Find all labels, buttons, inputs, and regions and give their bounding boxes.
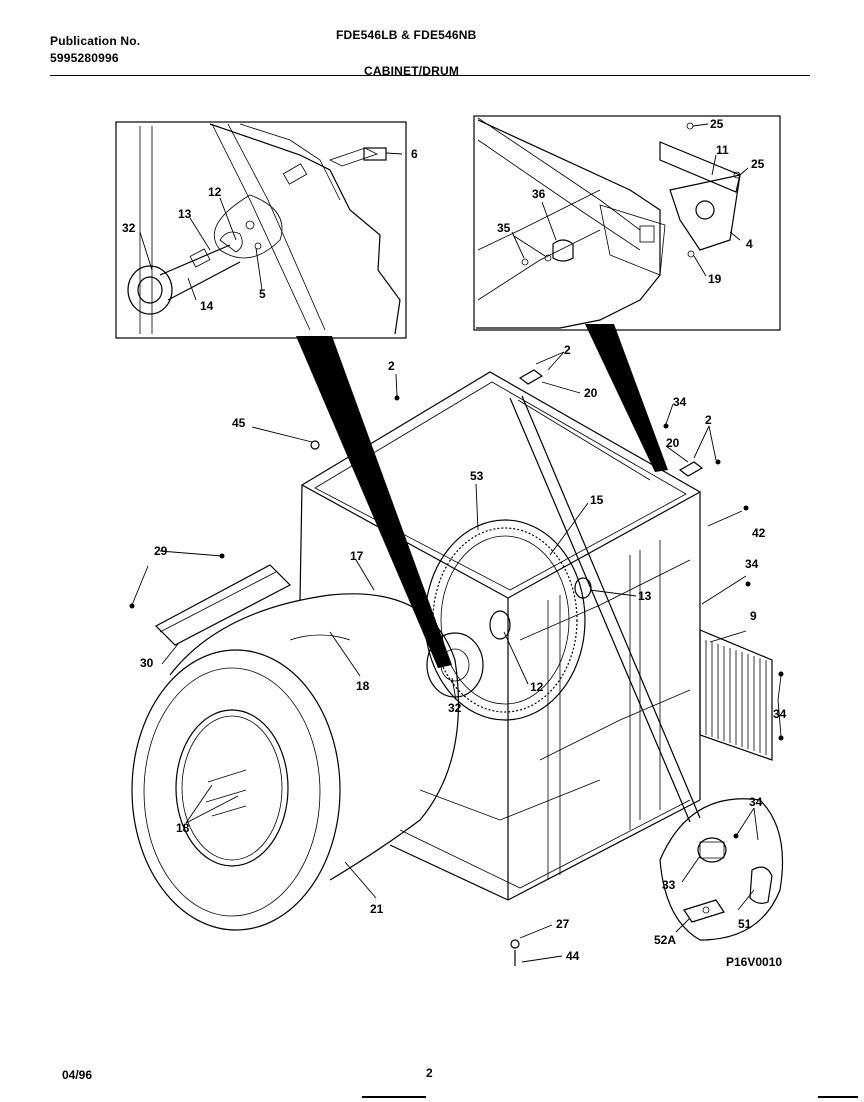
callout-18: 18: [176, 821, 190, 835]
detail-inset-right: [473, 115, 781, 331]
footer-date: 04/96: [62, 1068, 93, 1082]
callout-2: 2: [564, 343, 571, 357]
callout-labels: 6 12 13 32 14 5 25 11 25 36 35 4 19 2 2 …: [122, 117, 787, 969]
callout-32: 32: [448, 701, 462, 715]
callout-29: 29: [154, 544, 168, 558]
figure-code: P16V0010: [726, 955, 782, 969]
publication-number: 5995280996: [50, 51, 119, 65]
callout-21: 21: [370, 902, 384, 916]
callout-20: 20: [584, 386, 598, 400]
bottom-edge-mark: [362, 1096, 426, 1098]
callout-12: 12: [208, 185, 222, 199]
callout-19: 19: [708, 272, 722, 286]
callout-leaders: [131, 351, 782, 963]
callout-45: 45: [232, 416, 246, 430]
callout-18: 18: [356, 679, 370, 693]
bottom-edge-mark: [818, 1096, 858, 1098]
callout-27: 27: [556, 917, 570, 931]
header-rule: [50, 75, 810, 76]
callout-53: 53: [470, 469, 484, 483]
callout-25: 25: [710, 117, 724, 131]
callout-34: 34: [745, 557, 759, 571]
page-number: 2: [426, 1066, 433, 1080]
callout-34: 34: [673, 395, 687, 409]
callout-32: 32: [122, 221, 136, 235]
callout-44: 44: [566, 949, 580, 963]
callout-34: 34: [773, 707, 787, 721]
callout-42: 42: [752, 526, 766, 540]
callout-6: 6: [411, 147, 418, 161]
publication-label: Publication No.: [50, 34, 141, 48]
detail-inset-left: [115, 121, 407, 339]
drum-rear-ring: [424, 519, 592, 721]
callout-36: 36: [532, 187, 546, 201]
vent-grille: [705, 640, 767, 755]
callout-14: 14: [200, 299, 214, 313]
cabinet-frame: [299, 369, 773, 901]
callout-34: 34: [749, 795, 763, 809]
magnify-wedge-right: [585, 324, 668, 472]
callout-52a: 52A: [654, 933, 676, 947]
baffle: [129, 553, 292, 646]
callout-9: 9: [750, 609, 757, 623]
callout-15: 15: [590, 493, 604, 507]
callout-33: 33: [662, 878, 676, 892]
section-title: CABINET/DRUM: [364, 64, 460, 78]
callout-12: 12: [530, 680, 544, 694]
magnify-wedge-left: [296, 336, 452, 668]
callout-25: 25: [751, 157, 765, 171]
callout-17: 17: [350, 549, 364, 563]
callout-2: 2: [388, 359, 395, 373]
callout-11: 11: [716, 143, 729, 157]
callout-2: 2: [705, 413, 712, 427]
callout-5: 5: [259, 287, 266, 301]
callout-13: 13: [178, 207, 192, 221]
drum: [131, 593, 460, 931]
callout-35: 35: [497, 221, 511, 235]
callout-4: 4: [746, 237, 753, 251]
model-title: FDE546LB & FDE546NB: [336, 28, 477, 42]
callout-13: 13: [638, 589, 652, 603]
callout-30: 30: [140, 656, 154, 670]
callout-20: 20: [666, 436, 680, 450]
callout-51: 51: [738, 917, 752, 931]
idler-detail-inset: [659, 798, 783, 941]
